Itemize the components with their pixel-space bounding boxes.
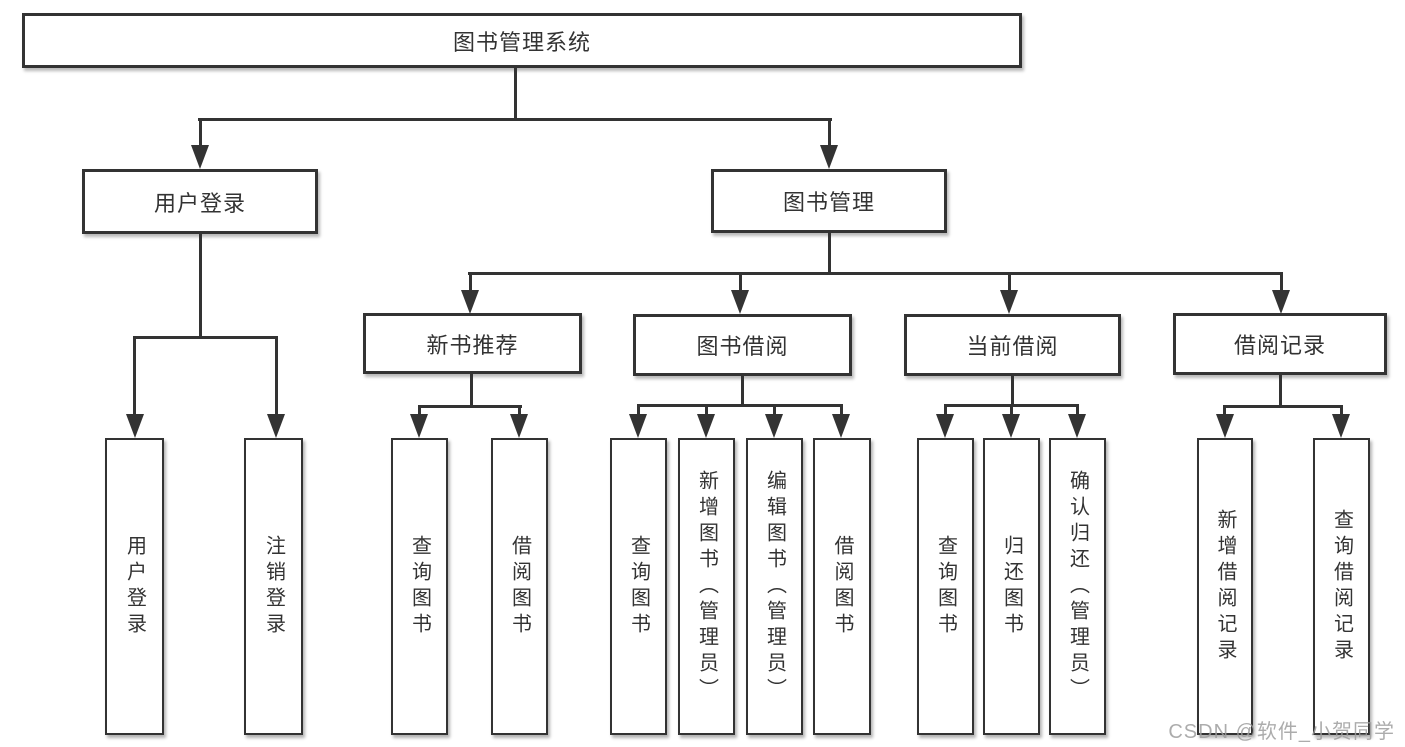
arrow-down-icon <box>1000 290 1018 314</box>
leaf-add-borrow-record: 新增借阅记录 <box>1197 438 1253 735</box>
arrow-down-icon <box>731 290 749 314</box>
connector-line <box>637 404 842 407</box>
leaf-confirm-return-admin: 确认归还（管理员） <box>1049 438 1106 735</box>
arrow-down-icon <box>936 414 954 438</box>
leaf-query-book-current: 查询图书 <box>917 438 974 735</box>
arrow-down-icon <box>410 414 428 438</box>
leaf-borrow-book: 借阅图书 <box>813 438 871 735</box>
connector-line <box>469 272 472 300</box>
connector-line <box>1008 272 1011 300</box>
leaf-query-book-recommend: 查询图书 <box>391 438 448 735</box>
connector-line <box>773 404 776 422</box>
arrow-down-icon <box>1002 414 1020 438</box>
arrow-down-icon <box>820 145 838 169</box>
arrow-down-icon <box>1272 290 1290 314</box>
connector-line <box>133 336 136 418</box>
leaf-add-book-admin: 新增图书（管理员） <box>678 438 735 735</box>
connector-line <box>944 404 947 422</box>
node-new-book-recommend: 新书推荐 <box>363 313 582 374</box>
arrow-down-icon <box>510 414 528 438</box>
leaf-return-book: 归还图书 <box>983 438 1040 735</box>
connector-line <box>514 68 517 120</box>
leaf-borrow-book-recommend: 借阅图书 <box>491 438 548 735</box>
leaf-query-borrow-record: 查询借阅记录 <box>1313 438 1370 735</box>
arrow-down-icon <box>832 414 850 438</box>
leaf-query-book-borrowing: 查询图书 <box>610 438 667 735</box>
connector-line <box>637 404 640 422</box>
connector-line <box>705 404 708 422</box>
connector-line <box>840 404 843 422</box>
node-user-login: 用户登录 <box>82 169 318 234</box>
connector-line <box>199 234 202 339</box>
connector-line <box>470 374 473 408</box>
connector-line <box>468 272 1283 275</box>
node-book-borrowing: 图书借阅 <box>633 314 852 376</box>
arrow-down-icon <box>267 414 285 438</box>
leaf-edit-book-admin: 编辑图书（管理员） <box>746 438 803 735</box>
connector-line <box>133 336 278 339</box>
connector-line <box>1223 405 1343 408</box>
connector-line <box>1279 375 1282 408</box>
connector-line <box>828 118 831 154</box>
connector-line <box>741 376 744 407</box>
node-library-management-system: 图书管理系统 <box>22 13 1022 68</box>
arrow-down-icon <box>697 414 715 438</box>
connector-line <box>1280 272 1283 300</box>
connector-line <box>418 405 522 408</box>
node-borrow-records: 借阅记录 <box>1173 313 1387 375</box>
connector-line <box>1011 376 1014 407</box>
connector-line <box>198 118 832 121</box>
arrow-down-icon <box>126 414 144 438</box>
connector-line <box>1010 404 1013 422</box>
arrow-down-icon <box>765 414 783 438</box>
arrow-down-icon <box>629 414 647 438</box>
arrow-down-icon <box>461 290 479 314</box>
arrow-down-icon <box>191 145 209 169</box>
arrow-down-icon <box>1216 414 1234 438</box>
arrow-down-icon <box>1068 414 1086 438</box>
connector-line <box>199 118 202 154</box>
connector-line <box>739 272 742 300</box>
node-book-management: 图书管理 <box>711 169 947 233</box>
leaf-logout: 注销登录 <box>244 438 303 735</box>
connector-line <box>1076 404 1079 422</box>
connector-line <box>275 336 278 418</box>
leaf-user-login: 用户登录 <box>105 438 164 735</box>
arrow-down-icon <box>1332 414 1350 438</box>
connector-line <box>828 233 831 275</box>
node-current-borrowing: 当前借阅 <box>904 314 1121 376</box>
